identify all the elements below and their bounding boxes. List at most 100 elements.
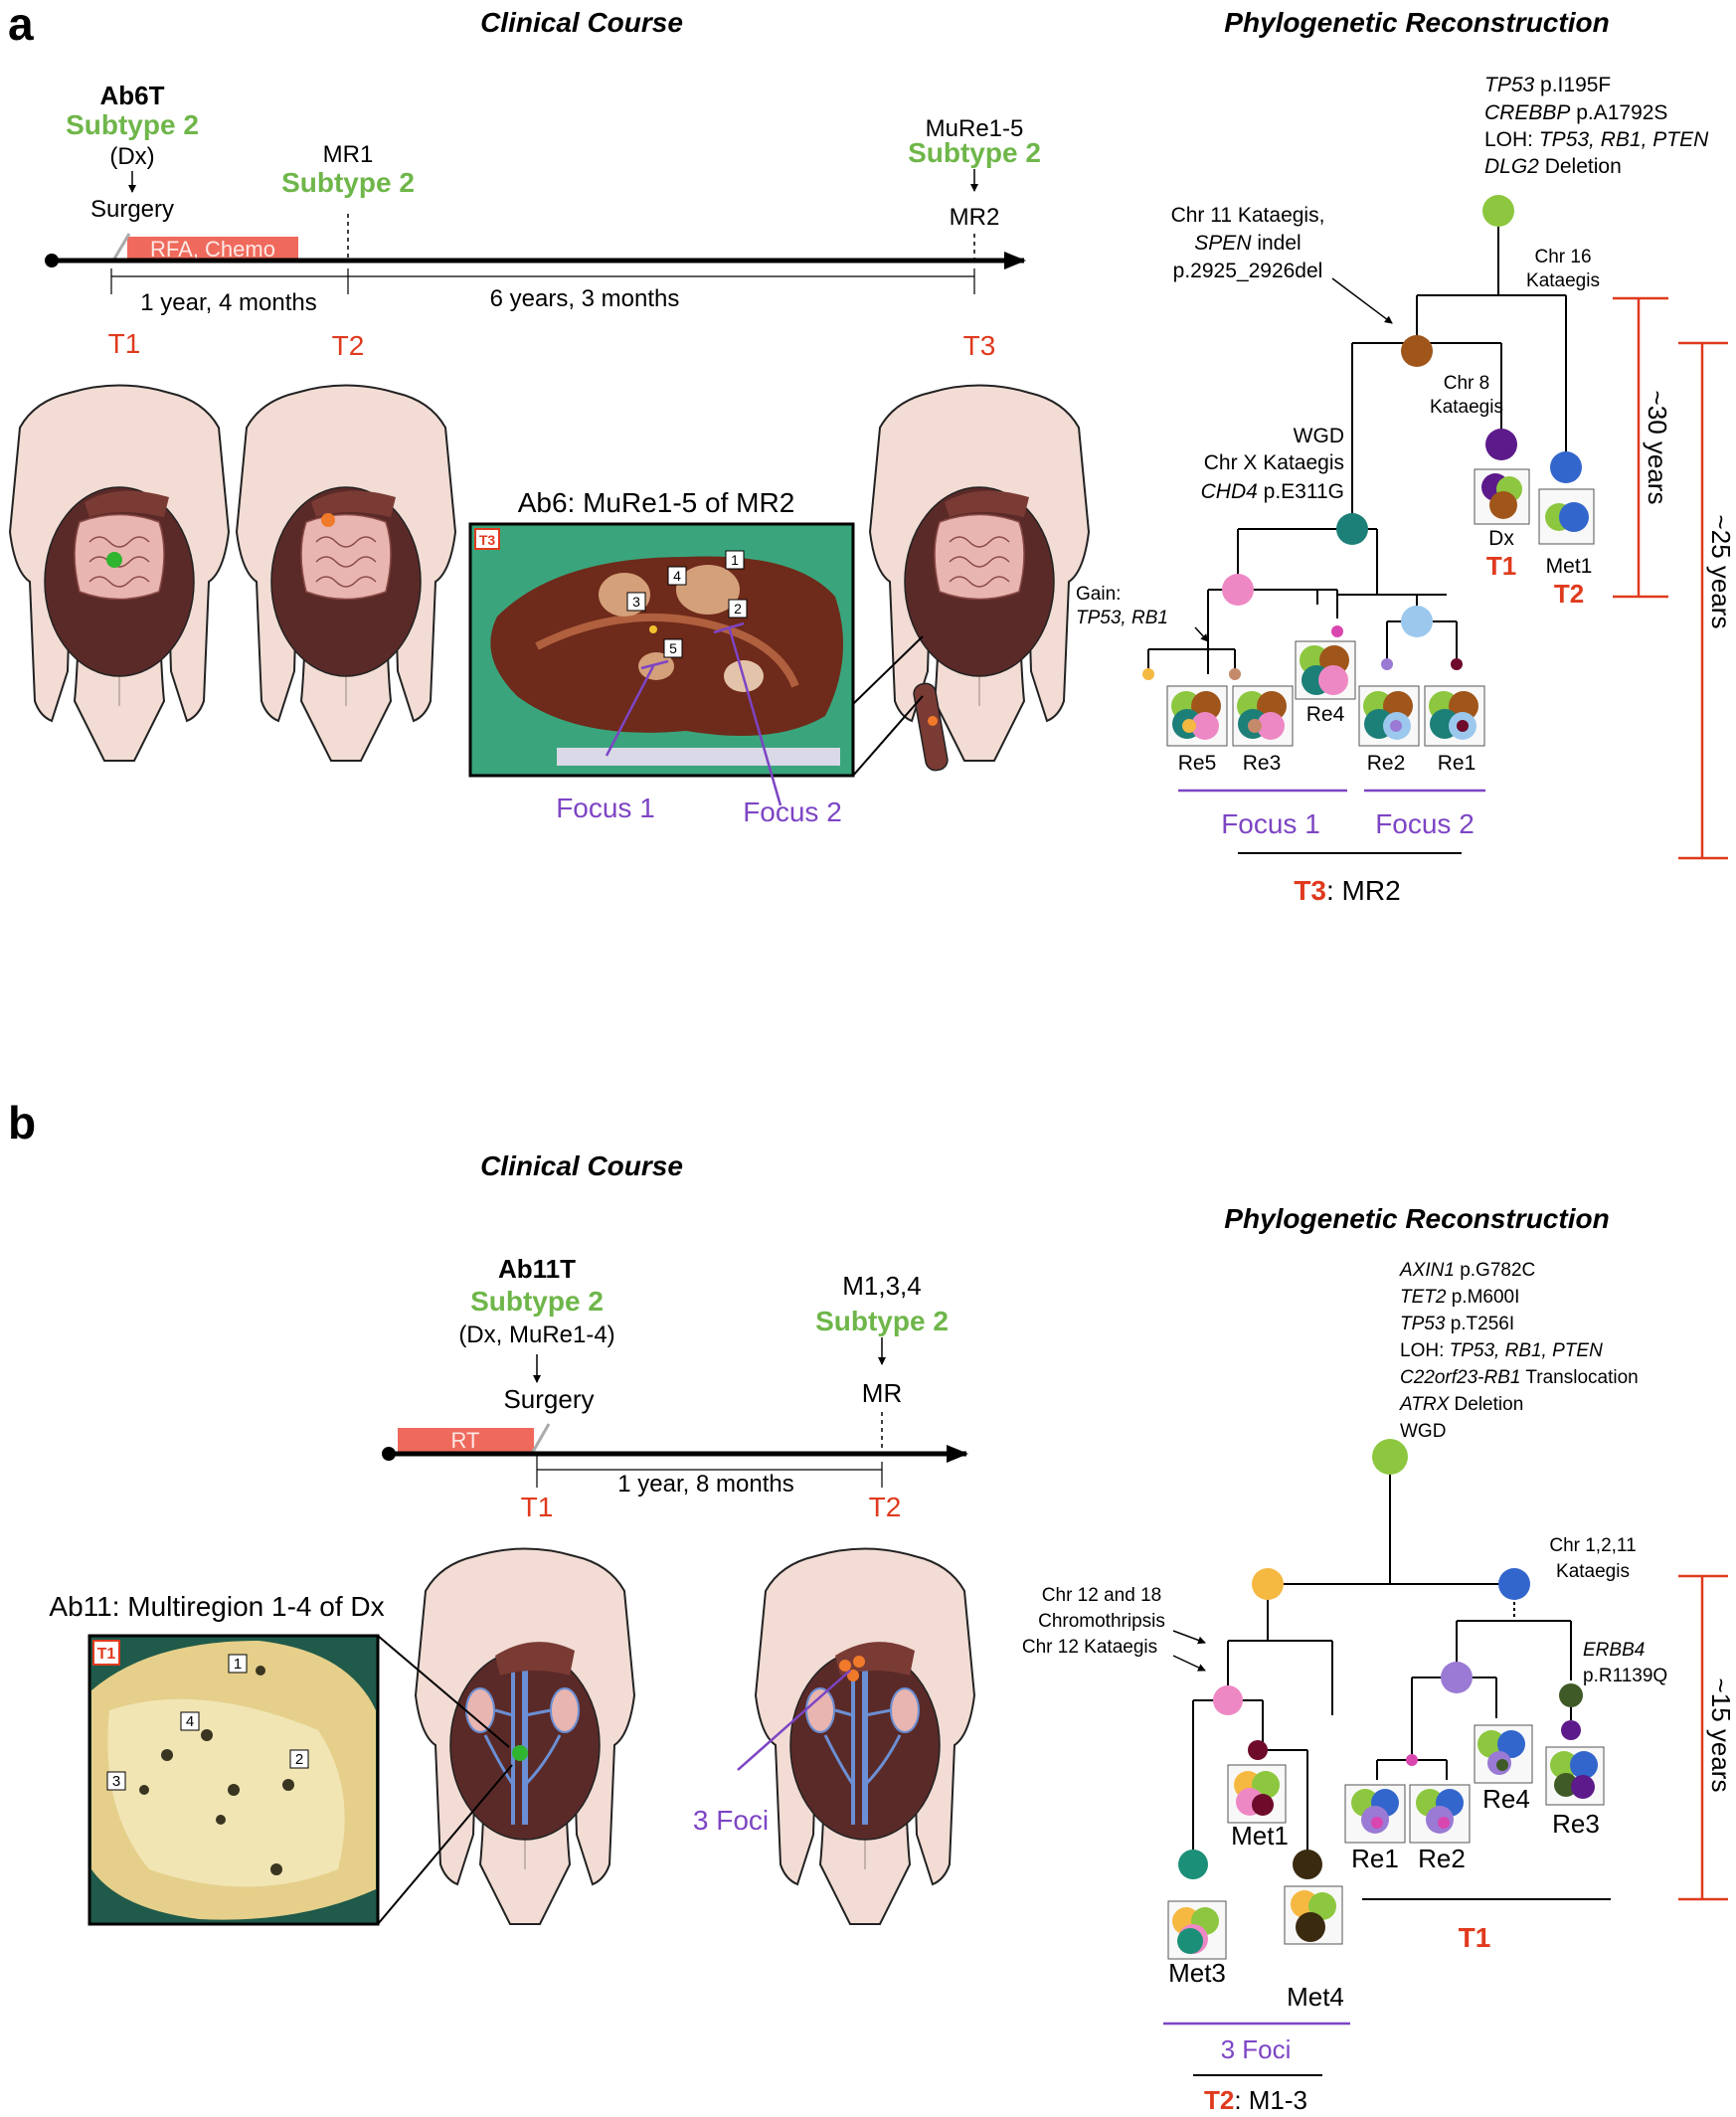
mr2-label: MR2 xyxy=(950,204,1000,231)
root-mut1-var-a: p.I195F xyxy=(1534,74,1611,96)
mr-label-b: MR xyxy=(862,1378,902,1408)
root-mut2-var-a: p.A1792S xyxy=(1570,101,1667,124)
chr11-var: indel xyxy=(1251,232,1301,255)
chr1211-line2: Kataegis xyxy=(1556,1561,1630,1582)
root-b-m5-gene: C22orf23-RB1 xyxy=(1400,1367,1520,1388)
torso-t3-a xyxy=(869,384,1090,772)
svg-text:C22orf23-RB1 Translocation: C22orf23-RB1 Translocation xyxy=(1400,1367,1639,1388)
chr12-line3: Chr 12 Kataegis xyxy=(1022,1637,1157,1658)
chr11-gene: SPEN xyxy=(1194,232,1252,255)
t2-label-a: T2 xyxy=(332,330,365,361)
foci-group-label: 3 Foci xyxy=(1221,2034,1292,2064)
root-mut1-gene-a: TP53 xyxy=(1484,74,1535,96)
mure-label-a: MuRe1-5 xyxy=(926,115,1024,142)
t3-tag-tree: T3 xyxy=(1294,875,1326,906)
t1-group-label: T1 xyxy=(1459,1922,1491,1953)
chr16-line2: Kataegis xyxy=(1526,270,1600,291)
mr1-label: MR1 xyxy=(323,141,374,168)
leaf-re4 xyxy=(1295,640,1356,700)
root-b-m1-gene: AXIN1 xyxy=(1399,1260,1455,1281)
chr12-line2: Chromothripsis xyxy=(1038,1611,1165,1632)
region-1-a: 1 xyxy=(731,552,739,568)
chr8-line2: Kataegis xyxy=(1430,397,1503,418)
years30-label: ~30 years xyxy=(1643,391,1672,505)
root-mut3-genes-a: TP53, RB1, PTEN xyxy=(1539,128,1709,151)
chr12-line1: Chr 12 and 18 xyxy=(1042,1585,1161,1606)
photo-tag-b: T1 xyxy=(97,1646,116,1663)
focus2-tree-a: Focus 2 xyxy=(1375,808,1475,839)
years25-label: ~25 years xyxy=(1706,515,1736,629)
leaf-re1 xyxy=(1424,685,1485,747)
torso-t2-a xyxy=(236,384,456,762)
under-met1-t2: T2 xyxy=(1554,579,1584,609)
chr11-line3: p.2925_2926del xyxy=(1173,260,1323,282)
photo-tag-a: T3 xyxy=(479,532,496,548)
leaf-met3 xyxy=(1167,1900,1227,1960)
subtype-mr1: Subtype 2 xyxy=(281,167,415,198)
t3-label-a: T3 xyxy=(963,330,996,361)
leaf-met1-label-a: Met1 xyxy=(1546,555,1593,578)
root-b-m3-var: p.T256I xyxy=(1445,1314,1514,1334)
years15-label: ~15 years xyxy=(1706,1678,1736,1793)
focus2-label-a: Focus 2 xyxy=(743,796,842,827)
svg-text:TP53 p.T256I: TP53 p.T256I xyxy=(1400,1314,1514,1334)
leaf-met1-b xyxy=(1227,1764,1287,1824)
torso-t1-b xyxy=(415,1547,635,1925)
leaf-re3-label-b: Re3 xyxy=(1552,1809,1600,1839)
chd4-var: p.E311G xyxy=(1258,480,1344,503)
gain-line1: Gain: xyxy=(1076,584,1121,605)
region-2-a: 2 xyxy=(734,601,742,617)
t2-rest-tree: : M1-3 xyxy=(1234,2085,1307,2115)
surgery-label-b: Surgery xyxy=(503,1384,594,1414)
interval-b: 1 year, 8 months xyxy=(617,1471,793,1498)
t1-label-b: T1 xyxy=(521,1492,554,1522)
surgery-label-a: Surgery xyxy=(90,196,174,223)
ab6t-label: Ab6T xyxy=(100,81,165,110)
leaf-re3 xyxy=(1232,685,1294,747)
root-b-m2-var: p.M600I xyxy=(1446,1287,1519,1308)
region-3-b: 3 xyxy=(112,1773,120,1790)
root-b-m1-var: p.G782C xyxy=(1455,1260,1535,1281)
svg-text:T3: MR2: T3: MR2 xyxy=(1294,875,1400,906)
leaf-re4-b xyxy=(1474,1724,1533,1784)
tree-branches-b xyxy=(1192,1457,1572,1861)
t3-rest-tree: : MR2 xyxy=(1326,875,1401,906)
clinical-course-title-b: Clinical Course xyxy=(480,1150,683,1181)
svg-text:TP53 p.I195F: TP53 p.I195F xyxy=(1484,74,1611,96)
gain-line2: TP53, RB1 xyxy=(1076,608,1168,628)
svg-text:T2: M1-3: T2: M1-3 xyxy=(1204,2085,1307,2115)
chd4-gene: CHD4 xyxy=(1201,480,1258,503)
m134-label: M1,3,4 xyxy=(842,1271,922,1301)
chr16-line1: Chr 16 xyxy=(1534,247,1591,267)
leaf-re4-label: Re4 xyxy=(1306,703,1345,726)
svg-text:SPEN indel: SPEN indel xyxy=(1194,232,1301,255)
region-2-b: 2 xyxy=(295,1751,303,1768)
root-b-m4-genes: TP53, RB1, PTEN xyxy=(1450,1340,1603,1361)
leaf-re2 xyxy=(1358,685,1420,747)
panel-a-letter: a xyxy=(8,0,34,50)
leaf-re5-label: Re5 xyxy=(1178,752,1217,775)
focus1-tree-a: Focus 1 xyxy=(1221,808,1320,839)
interval-2-a: 6 years, 3 months xyxy=(490,285,680,312)
leaf-re3-b xyxy=(1545,1746,1605,1806)
root-b-m2-gene: TET2 xyxy=(1400,1287,1447,1308)
chr1211-line1: Chr 1,2,11 xyxy=(1549,1535,1636,1556)
svg-text:CHD4 p.E311G: CHD4 p.E311G xyxy=(1201,480,1344,503)
erbb4-gene: ERBB4 xyxy=(1583,1640,1645,1661)
subtype-dx-a: Subtype 2 xyxy=(66,109,199,140)
dx-label-a: (Dx) xyxy=(109,143,154,170)
leaf-met4-label: Met4 xyxy=(1287,1982,1344,2012)
t2-tag-tree: T2 xyxy=(1204,2085,1234,2115)
leaf-re2-label: Re2 xyxy=(1367,752,1406,775)
region-5-a: 5 xyxy=(669,640,677,656)
root-mut2-gene-a: CREBBP xyxy=(1484,101,1570,124)
leaf-met1-a xyxy=(1538,488,1595,545)
leaf-re1-b xyxy=(1344,1784,1406,1844)
svg-text:CREBBP p.A1792S: CREBBP p.A1792S xyxy=(1484,101,1667,124)
leaf-dx-a xyxy=(1474,468,1530,525)
t2-label-b: T2 xyxy=(869,1492,902,1522)
interval-1-a: 1 year, 4 months xyxy=(140,289,316,316)
subtype-mr-b: Subtype 2 xyxy=(815,1306,949,1336)
t1-label-a: T1 xyxy=(108,328,141,359)
